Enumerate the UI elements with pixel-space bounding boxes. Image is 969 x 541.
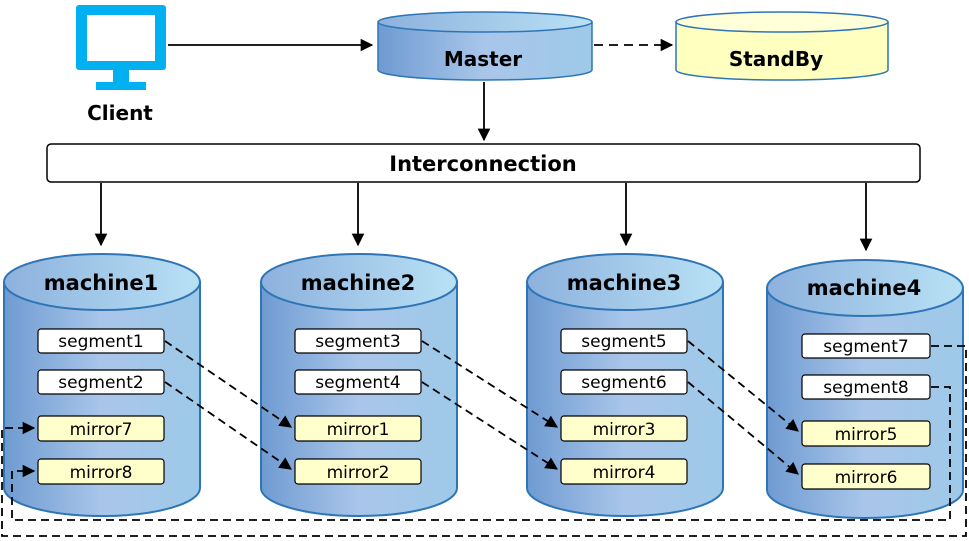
- segment1-label: segment1: [58, 332, 143, 352]
- segment8-label: segment8: [823, 378, 908, 398]
- mirror4-box: [560, 458, 688, 485]
- segment6-label: segment6: [581, 373, 666, 393]
- monitor-icon: [76, 5, 166, 90]
- replication-arrows: [1, 340, 967, 537]
- segment2-box: [37, 369, 165, 395]
- mirror7-box: [37, 415, 165, 442]
- client-label: Client: [87, 101, 153, 125]
- mirror6-box: [801, 463, 931, 490]
- segment4-box: [294, 369, 422, 395]
- mirror8-box: [37, 458, 165, 485]
- interconnection-label: Interconnection: [389, 152, 576, 176]
- mirror4-label: mirror4: [593, 463, 656, 483]
- machine1-label: machine1: [44, 271, 158, 295]
- machine2-label: machine2: [301, 271, 415, 295]
- machine4-node: machine4 segment7 segment8 mirror5 mirro…: [766, 259, 964, 519]
- machine1-node: machine1 segment1 segment2 mirror7 mirro…: [3, 253, 201, 517]
- interconnection-bar: Interconnection: [46, 143, 921, 183]
- segment3-box: [294, 328, 422, 354]
- segment6-box: [560, 369, 688, 395]
- segment5-mirror5-arrow: [687, 340, 799, 432]
- mirror2-label: mirror2: [327, 463, 390, 483]
- mirror5-box: [801, 420, 931, 447]
- segment5-box: [560, 328, 688, 354]
- master-node: Master: [377, 11, 593, 81]
- segment1-box: [37, 328, 165, 354]
- machine2-node: machine2 segment3 segment4 mirror1 mirro…: [260, 253, 458, 517]
- segment8-box: [801, 374, 931, 400]
- machine3-node: machine3 segment5 segment6 mirror3 mirro…: [526, 253, 724, 517]
- segment7-mirror7-arrow: [1, 345, 967, 537]
- machine3-label: machine3: [567, 271, 681, 295]
- segment6-mirror6-arrow: [687, 381, 799, 475]
- segment5-label: segment5: [581, 332, 666, 352]
- mirror5-label: mirror5: [835, 425, 898, 445]
- mirror6-label: mirror6: [835, 468, 898, 488]
- segment3-label: segment3: [315, 332, 400, 352]
- standby-label: StandBy: [729, 47, 823, 71]
- mirror3-box: [560, 415, 688, 442]
- segment3-mirror3-arrow: [421, 340, 559, 428]
- segment4-mirror4-arrow: [421, 381, 559, 470]
- segment8-mirror8-arrow: [11, 386, 951, 521]
- mirror2-box: [294, 458, 422, 485]
- mirror1-label: mirror1: [327, 420, 390, 440]
- standby-node: StandBy: [675, 11, 889, 81]
- segment7-box: [801, 333, 931, 359]
- machine4-label: machine4: [807, 276, 921, 300]
- segment2-label: segment2: [58, 373, 143, 393]
- mirror8-label: mirror8: [70, 463, 133, 483]
- mirror3-label: mirror3: [593, 420, 656, 440]
- mirror1-box: [294, 415, 422, 442]
- mirror7-label: mirror7: [70, 420, 133, 440]
- master-label: Master: [444, 47, 522, 71]
- segment7-label: segment7: [823, 337, 908, 357]
- segment4-label: segment4: [315, 373, 400, 393]
